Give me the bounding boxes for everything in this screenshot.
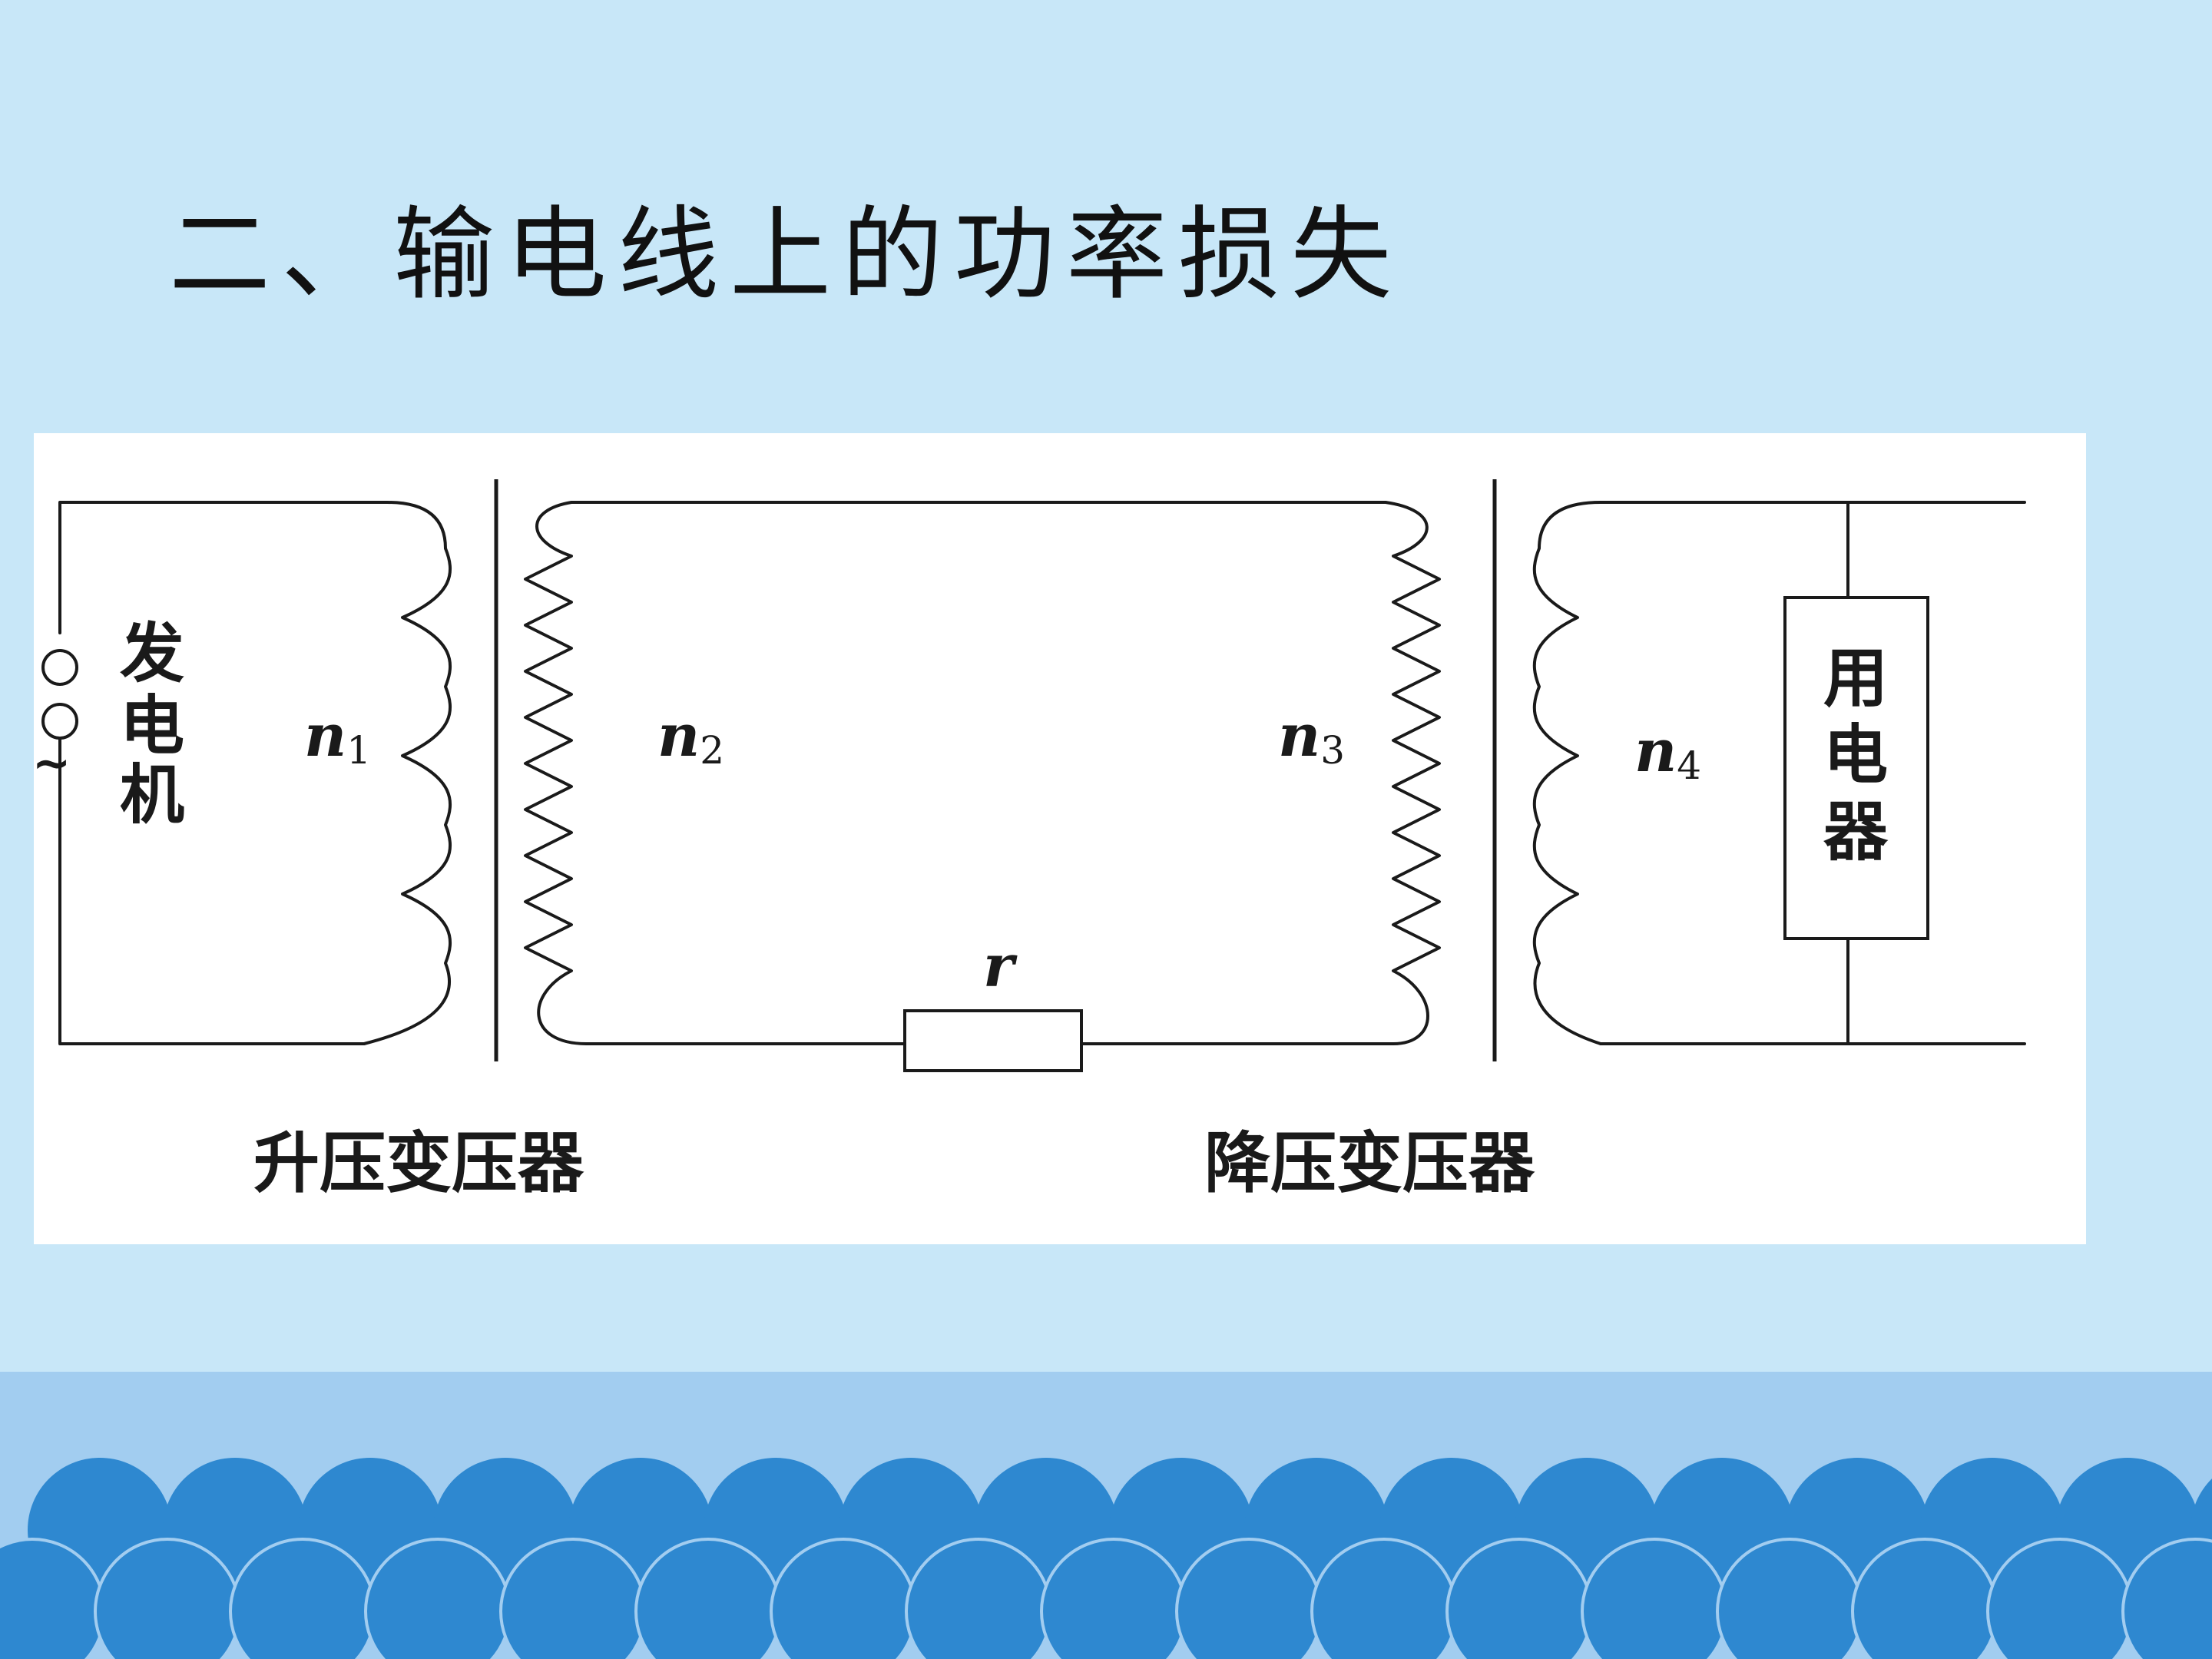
coil-n2 <box>524 501 588 1045</box>
load-label-3: 器 <box>1823 794 1889 869</box>
generator-terminal-bottom <box>41 703 78 740</box>
generator-wire <box>58 501 447 634</box>
load-label-2: 电 <box>1823 717 1888 793</box>
step-down-caption: 降压变压器 <box>1204 1125 1535 1202</box>
transmission-circuit-diagram: ~ 发 电 机 n1 n2 r n3 n4 用 电 器 <box>34 433 2086 1244</box>
generator-wire-bottom <box>58 737 366 1045</box>
wave-decoration <box>0 1458 2212 1659</box>
coil-n2-label: n2 <box>657 701 724 773</box>
coil-n4-label: n4 <box>1634 717 1701 788</box>
load-box <box>1783 596 1929 940</box>
generator-label-2: 电 <box>120 688 184 763</box>
ac-symbol: ~ <box>34 737 71 790</box>
generator-label-1: 发 <box>120 616 184 691</box>
coil-n1 <box>363 548 452 1045</box>
coil-n3 <box>1385 501 1441 1045</box>
step-up-caption: 升压变压器 <box>253 1125 584 1202</box>
generator-terminal-top <box>41 649 78 686</box>
wave-scallop <box>2121 1538 2212 1659</box>
slide-title: 二、输电线上的功率损失 <box>169 196 1402 314</box>
coil-n3-label: n3 <box>1278 701 1345 773</box>
line-resistor <box>903 1009 1083 1072</box>
coil-n1-label: n1 <box>304 701 371 773</box>
coil-n4 <box>1532 501 1601 1045</box>
generator-label-3: 机 <box>120 757 184 833</box>
resistor-label: r <box>983 932 1018 1000</box>
load-label-1: 用 <box>1823 641 1888 716</box>
